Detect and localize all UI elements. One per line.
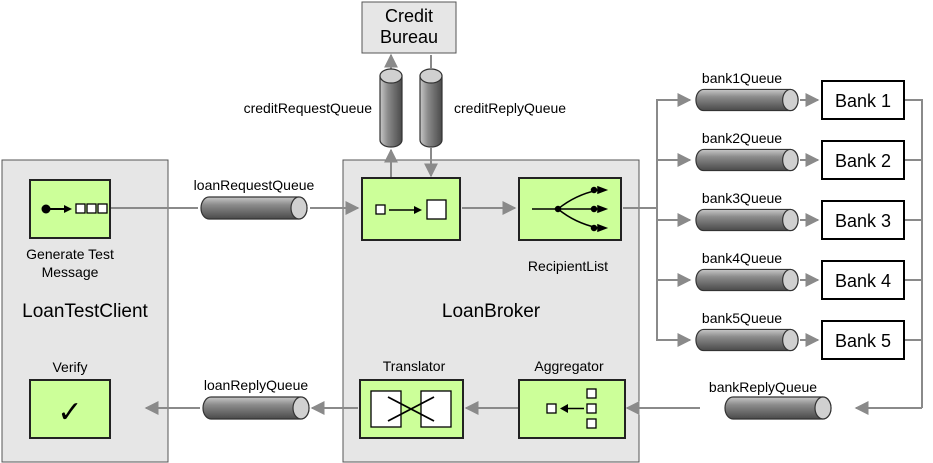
verify-label: Verify	[52, 359, 87, 375]
aggregator-component: Aggregator	[518, 358, 626, 439]
loan-test-client-label: LoanTestClient	[22, 301, 148, 322]
bank5-queue-pipe	[695, 328, 799, 352]
message-square-1	[75, 203, 86, 214]
bank-2-box	[821, 140, 905, 180]
bank4-queue-label: bank4Queue	[702, 250, 782, 266]
loan-reply-queue-label: loanReplyQueue	[204, 377, 309, 393]
bank1-queue-label: bank1Queue	[702, 70, 782, 86]
check-icon: ✓	[57, 395, 82, 430]
bank-3-box	[821, 200, 905, 240]
generate-test-message-component: Generate Test Message	[26, 179, 114, 280]
credit-bureau-line2: Bureau	[380, 27, 438, 47]
bank2-queue-pipe	[695, 148, 799, 172]
credit-reply-queue-pipe	[419, 68, 443, 148]
translator-label: Translator	[383, 358, 446, 374]
bank-4-box	[821, 260, 905, 300]
message-square-3	[97, 203, 108, 214]
wire-bank-reply-bus	[904, 99, 923, 408]
generate-label-line2: Message	[42, 264, 99, 280]
bank-2-label: Bank 2	[835, 151, 891, 171]
generate-label-line1: Generate Test	[26, 246, 114, 262]
translator-component: Translator	[359, 358, 464, 439]
wire-bus-lower	[656, 208, 690, 341]
recipient-list-label: RecipientList	[528, 258, 608, 274]
credit-request-queue-pipe	[379, 68, 403, 148]
bank3-queue-label: bank3Queue	[702, 190, 782, 206]
bank-4-label: Bank 4	[835, 271, 891, 291]
content-enricher-component	[361, 177, 461, 241]
message-square-2	[86, 203, 97, 214]
aggregator-icon	[546, 388, 597, 429]
loan-broker-label: LoanBroker	[442, 301, 541, 322]
bank-reply-queue-label: bankReplyQueue	[709, 379, 817, 395]
bank-5-label: Bank 5	[835, 331, 891, 351]
wire-to-bank1queue	[623, 93, 692, 209]
aggregator-label: Aggregator	[534, 358, 604, 374]
recipient-list-component: RecipientList	[518, 177, 622, 274]
message-channels	[110, 53, 923, 415]
bank5-queue-label: bank5Queue	[702, 310, 782, 326]
credit-request-queue-label: creditRequestQueue	[244, 100, 373, 116]
bank-5-box	[821, 320, 905, 360]
channel-adapter-icon	[41, 203, 108, 214]
recipient-list-icon	[532, 185, 609, 233]
verify-component: Verify ✓	[29, 359, 111, 439]
loan-request-queue-pipe	[200, 196, 308, 220]
credit-reply-queue-label: creditReplyQueue	[454, 100, 566, 116]
bank-reply-queue-pipe	[724, 396, 832, 420]
bank3-queue-pipe	[695, 208, 799, 232]
credit-bureau: Credit Bureau	[361, 1, 457, 54]
bank-1-box	[821, 80, 905, 120]
credit-bureau-line1: Credit	[385, 6, 433, 26]
bank-1-label: Bank 1	[835, 91, 891, 111]
bank4-queue-pipe	[695, 268, 799, 292]
loan-reply-queue-pipe	[202, 396, 310, 420]
bank-3-label: Bank 3	[835, 211, 891, 231]
loan-request-queue-label: loanRequestQueue	[194, 177, 315, 193]
bank2-queue-label: bank2Queue	[702, 130, 782, 146]
bank1-queue-pipe	[695, 88, 799, 112]
enricher-icon	[375, 199, 447, 220]
translator-icon	[370, 390, 452, 428]
